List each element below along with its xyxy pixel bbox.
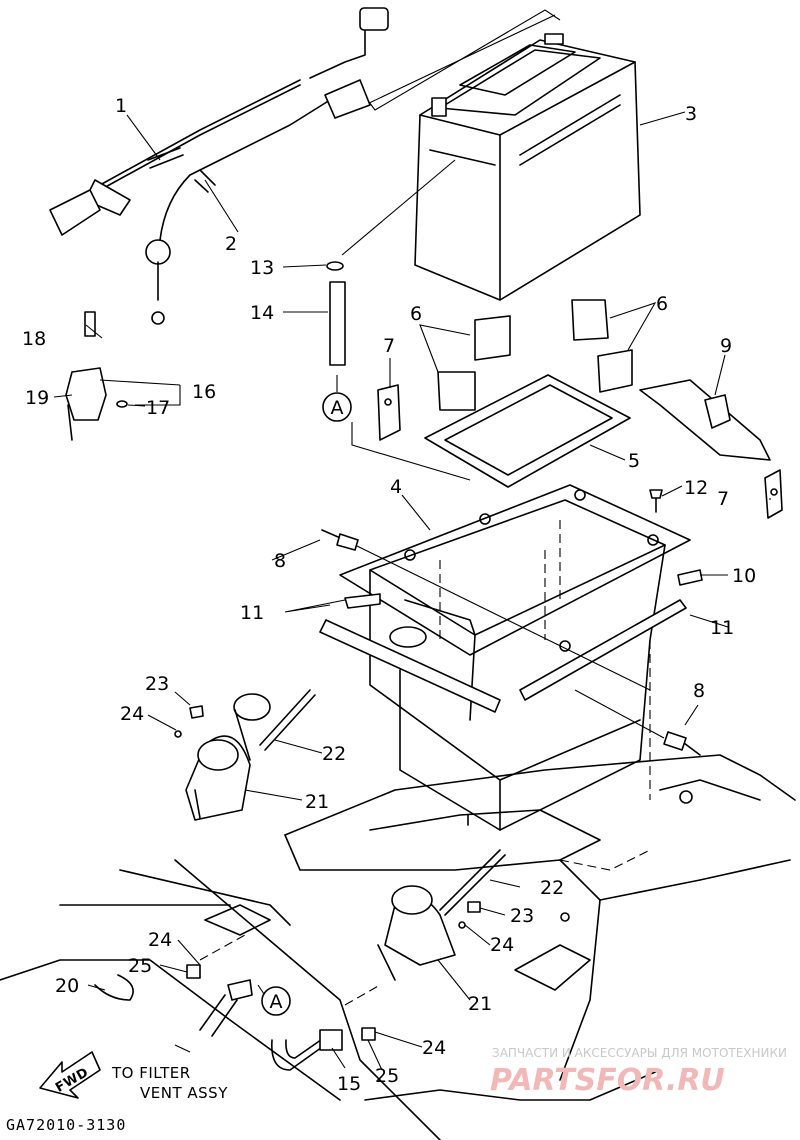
callout-11a: 11: [240, 602, 264, 624]
callout-22b: 22: [540, 877, 564, 899]
watermark: ЗАПЧАСТИ И АКСЕССУАРЫ ДЛЯ МОТОТЕХНИКИ PA…: [490, 1046, 787, 1098]
callout-7a: 7: [383, 335, 395, 357]
brackets-and-band: [377, 379, 783, 519]
callout-22a: 22: [322, 743, 346, 765]
vent-note: TO FILTER VENT ASSY: [111, 1064, 228, 1102]
callout-23a: 23: [145, 673, 169, 695]
callout-13: 13: [250, 257, 274, 279]
callout-20: 20: [55, 975, 79, 997]
callout-16: 16: [192, 381, 216, 403]
callout-6a: 6: [410, 303, 422, 325]
callout-7b: 7: [717, 488, 729, 510]
battery-cables: [49, 7, 561, 325]
callout-2: 2: [225, 233, 237, 255]
callout-4: 4: [390, 476, 402, 498]
callout-3: 3: [685, 103, 697, 125]
fittings-and-pins: [174, 689, 506, 981]
callout-11b: 11: [710, 617, 734, 639]
watermark-tagline: ЗАПЧАСТИ И АКСЕССУАРЫ ДЛЯ МОТОТЕХНИКИ: [492, 1046, 787, 1060]
screws: [321, 489, 701, 756]
drawing-code: GA72010-3130: [6, 1116, 126, 1134]
watermark-brand: PARTSFOR.RU: [490, 1063, 725, 1098]
connector-a-top: A: [322, 392, 352, 422]
callout-14: 14: [250, 302, 274, 324]
battery-mat: [424, 374, 631, 488]
callout-numbers: 1 2 3 4 5 6 6 7 7 8 8 9 10 11 11 12 13 1…: [22, 95, 756, 1095]
callout-5: 5: [628, 450, 640, 472]
rod-and-washer: [326, 159, 456, 366]
callout-17: 17: [146, 397, 170, 419]
connector-a-top-label: A: [331, 397, 344, 419]
callout-10: 10: [732, 565, 756, 587]
callout-23b: 23: [510, 905, 534, 927]
note-line-2: VENT ASSY: [140, 1084, 228, 1102]
vent-hoses: [94, 934, 381, 1071]
hull-floor: [0, 754, 796, 1140]
callout-24c: 24: [148, 929, 172, 951]
callout-25a: 25: [128, 955, 152, 977]
rubber-pads: [419, 299, 657, 411]
battery-box: [339, 484, 691, 831]
callout-8a: 8: [274, 550, 286, 572]
foam-strips: [319, 569, 703, 713]
fuse-holder: [65, 311, 128, 441]
callout-24a: 24: [120, 703, 144, 725]
callout-25b: 25: [375, 1065, 399, 1087]
callout-12: 12: [684, 477, 708, 499]
note-line-1: TO FILTER: [111, 1064, 191, 1082]
callout-18: 18: [22, 328, 46, 350]
callout-19: 19: [25, 387, 49, 409]
leader-lines: [53, 111, 771, 1071]
callout-1: 1: [115, 95, 127, 117]
callout-24d: 24: [422, 1037, 446, 1059]
connector-a-bottom-label: A: [270, 991, 283, 1013]
connector-a-bottom: A: [261, 986, 291, 1016]
callout-24b: 24: [490, 934, 514, 956]
callout-15: 15: [337, 1073, 361, 1095]
battery: [414, 33, 641, 301]
callout-21b: 21: [468, 993, 492, 1015]
callout-9: 9: [720, 335, 732, 357]
fwd-arrow: FWD: [39, 1051, 101, 1099]
callout-21a: 21: [305, 791, 329, 813]
callout-6b: 6: [656, 293, 668, 315]
callout-8b: 8: [693, 680, 705, 702]
